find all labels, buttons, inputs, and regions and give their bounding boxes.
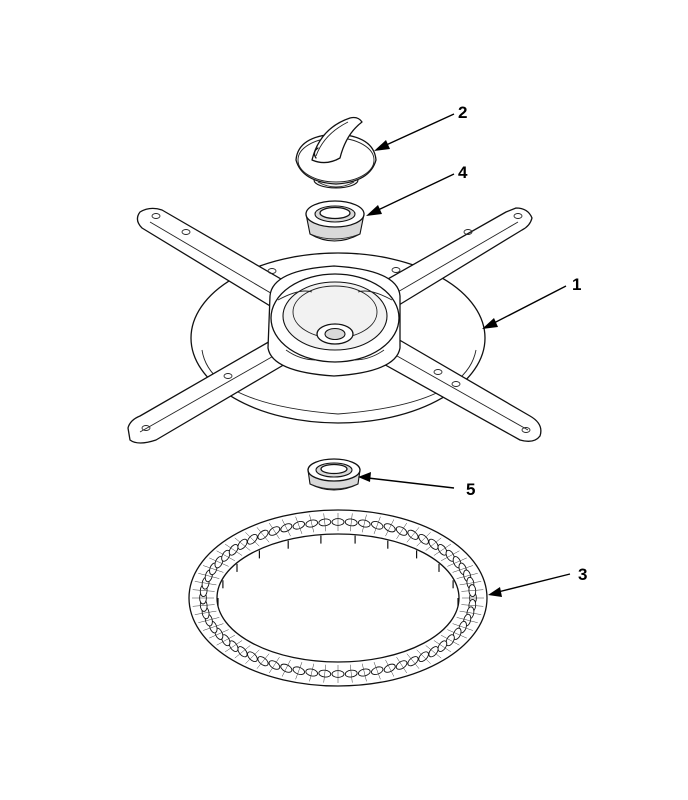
filter-tooth-divider [433, 640, 452, 653]
filter-tooth-divider [323, 513, 327, 532]
filter-tooth-divider [268, 522, 280, 540]
filter-tooth-divider [203, 623, 224, 631]
filter-tooth-divider [406, 653, 420, 669]
callout-arrow-4 [366, 173, 455, 216]
filter-tooth-divider [198, 573, 220, 579]
filter-tooth-divider [194, 581, 217, 586]
callout-arrow-5 [358, 472, 455, 489]
filter-tooth-divider [456, 573, 478, 579]
filter-tooth-divider [203, 565, 224, 573]
callout-arrow-3 [488, 573, 571, 597]
filter-tooth-divider [245, 649, 260, 664]
filter-tooth-divider [295, 516, 303, 534]
filter-tooth-divider [309, 663, 315, 682]
filter-tooth-divider [198, 617, 220, 623]
filter-tooth-divider [373, 516, 381, 534]
filter-ring-posts [217, 535, 459, 606]
filter-tooth-divider [256, 653, 270, 669]
part-1-spray-arm [127, 207, 542, 444]
callout-arrow-1 [482, 285, 567, 329]
filter-tooth-divider [373, 662, 381, 680]
filter-tooth-divider [268, 656, 280, 674]
filter-tooth-divider [209, 557, 229, 567]
filter-tooth-divider [447, 557, 467, 567]
filter-tooth-divider [440, 634, 460, 646]
filter-tooth-divider [194, 610, 217, 615]
callout-label-5: 5 [466, 480, 475, 499]
filter-tooth-divider [234, 645, 251, 659]
filter-tooth-divider [216, 634, 236, 646]
filter-tooth-divider [209, 629, 229, 639]
callout-label-1: 1 [572, 275, 581, 294]
callout-arrow-2 [374, 113, 455, 151]
filter-tooth-divider [416, 649, 431, 664]
part-5-lower-seal [307, 458, 361, 491]
callout-label-3: 3 [578, 565, 587, 584]
filter-tooth-divider [281, 659, 291, 677]
filter-tooth-divider [224, 543, 243, 556]
filter-tooth-divider [452, 565, 473, 573]
filter-tooth-divider [295, 662, 303, 680]
filter-tooth-divider [309, 514, 315, 533]
filter-tooth-divider [461, 604, 484, 607]
filter-tooth-divider [192, 589, 215, 592]
part-3-filter-ring [188, 509, 488, 687]
filter-ring-teeth [192, 513, 484, 683]
callout-label-4: 4 [458, 163, 468, 182]
filter-tooth-divider [459, 581, 482, 586]
filter-tooth-divider [452, 623, 473, 631]
filter-tooth-divider [349, 664, 353, 683]
filter-tooth-divider [256, 527, 270, 543]
filter-tooth-divider [385, 659, 395, 677]
filter-tooth-divider [406, 527, 420, 543]
filter-tooth-divider [447, 629, 467, 639]
filter-tooth-divider [216, 550, 236, 562]
part-4-upper-seal [305, 200, 365, 242]
filter-tooth-divider [361, 663, 367, 682]
filter-tooth-divider [440, 550, 460, 562]
filter-tooth-divider [425, 537, 442, 551]
filter-tooth-divider [192, 604, 215, 607]
filter-tooth-divider [416, 532, 431, 547]
filter-tooth-divider [349, 513, 353, 532]
filter-tooth-divider [459, 610, 482, 615]
filter-tooth-divider [396, 522, 408, 540]
filter-tooth-divider [425, 645, 442, 659]
filter-tooth-divider [461, 589, 484, 592]
filter-tooth-divider [361, 514, 367, 533]
part-2-cap-nut [295, 116, 377, 189]
callout-label-2: 2 [458, 103, 467, 122]
filter-tooth-divider [245, 532, 260, 547]
filter-tooth-divider [224, 640, 243, 653]
filter-tooth-divider [281, 519, 291, 537]
filter-tooth-divider [234, 537, 251, 551]
filter-tooth-divider [323, 664, 327, 683]
filter-tooth-divider [385, 519, 395, 537]
filter-tooth-divider [396, 656, 408, 674]
filter-tooth-divider [433, 543, 452, 556]
filter-tooth-divider [456, 617, 478, 623]
